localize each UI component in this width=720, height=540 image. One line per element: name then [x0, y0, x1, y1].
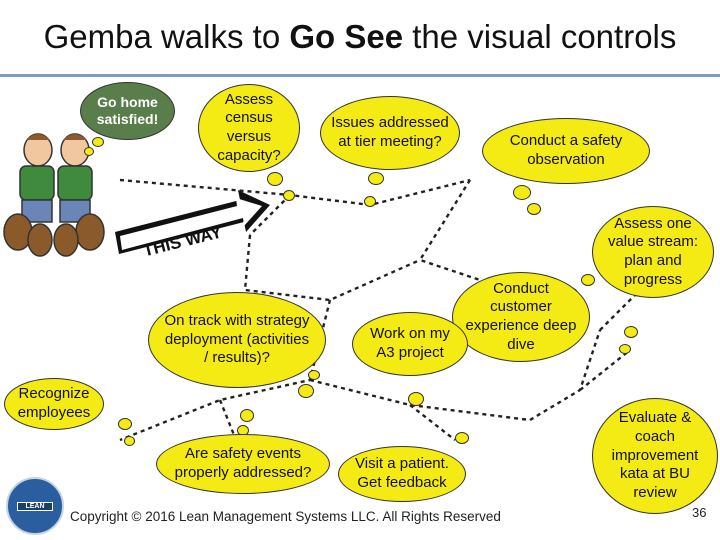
logo-label: LEAN [17, 502, 53, 511]
assess-census-text: Assess census versus capacity? [217, 90, 281, 164]
thought-dot [84, 147, 94, 156]
go-home-bubble: Go home satisfied! [80, 82, 175, 140]
thought-dot [283, 190, 295, 201]
thought-dot [92, 137, 104, 147]
thought-dot [368, 172, 384, 185]
title-rule [0, 74, 720, 77]
issues-bubble: Issues addressed at tier meeting? [320, 96, 460, 170]
copyright-notice: Copyright © 2016 Lean Management Systems… [70, 509, 501, 524]
thought-dot [408, 392, 424, 406]
visit-patient-bubble: Visit a patient. Get feedback [338, 446, 466, 502]
thought-dot [298, 384, 314, 398]
thought-dot [581, 274, 595, 286]
safety-events-text: Are safety events properly addressed? [174, 445, 312, 481]
title-part-1: Gemba walks to [43, 18, 290, 55]
go-home-text: Go home satisfied! [96, 93, 159, 128]
a3-project-bubble: Work on my A3 project [352, 312, 468, 376]
page-number: 36 [692, 505, 707, 520]
improvement-kata-bubble: Evaluate & coach improvement kata at BU … [592, 398, 718, 514]
thought-dot [513, 185, 531, 200]
thought-dot [364, 196, 376, 207]
thought-dot [527, 203, 541, 215]
walkers-illustration [3, 133, 105, 257]
recognize-employees-bubble: Recognize employees [4, 378, 104, 430]
thought-dot [619, 344, 631, 354]
value-stream-text: Assess one value stream: plan and progre… [607, 214, 699, 288]
recognize-employees-text: Recognize employees [17, 385, 91, 421]
title-go-see: Go See [289, 18, 404, 55]
thought-dot [124, 436, 135, 446]
slide-title: Gemba walks to Go See the visual control… [0, 18, 720, 56]
issues-text: Issues addressed at tier meeting? [331, 114, 449, 150]
value-stream-bubble: Assess one value stream: plan and progre… [592, 206, 714, 298]
strategy-text: On track with strategy deployment (activ… [164, 311, 310, 367]
thought-dot [308, 370, 320, 380]
this-way-sign: THIS WAY [115, 190, 270, 260]
a3-project-text: Work on my A3 project [370, 325, 450, 361]
safety-observation-bubble: Conduct a safety observation [482, 118, 650, 184]
thought-dot [455, 432, 469, 444]
thought-dot [624, 326, 638, 338]
visit-patient-text: Visit a patient. Get feedback [355, 455, 449, 491]
thought-dot [240, 409, 254, 422]
customer-experience-text: Conduct customer experience deep dive [465, 279, 577, 353]
improvement-kata-text: Evaluate & coach improvement kata at BU … [611, 409, 699, 502]
safety-observation-text: Conduct a safety observation [509, 132, 623, 168]
title-part-2: the visual controls [403, 18, 677, 55]
thought-dot [267, 172, 283, 186]
safety-events-bubble: Are safety events properly addressed? [156, 434, 330, 494]
thought-dot [118, 418, 132, 430]
strategy-bubble: On track with strategy deployment (activ… [148, 292, 326, 388]
assess-census-bubble: Assess census versus capacity? [198, 84, 300, 172]
customer-experience-bubble: Conduct customer experience deep dive [452, 272, 590, 362]
